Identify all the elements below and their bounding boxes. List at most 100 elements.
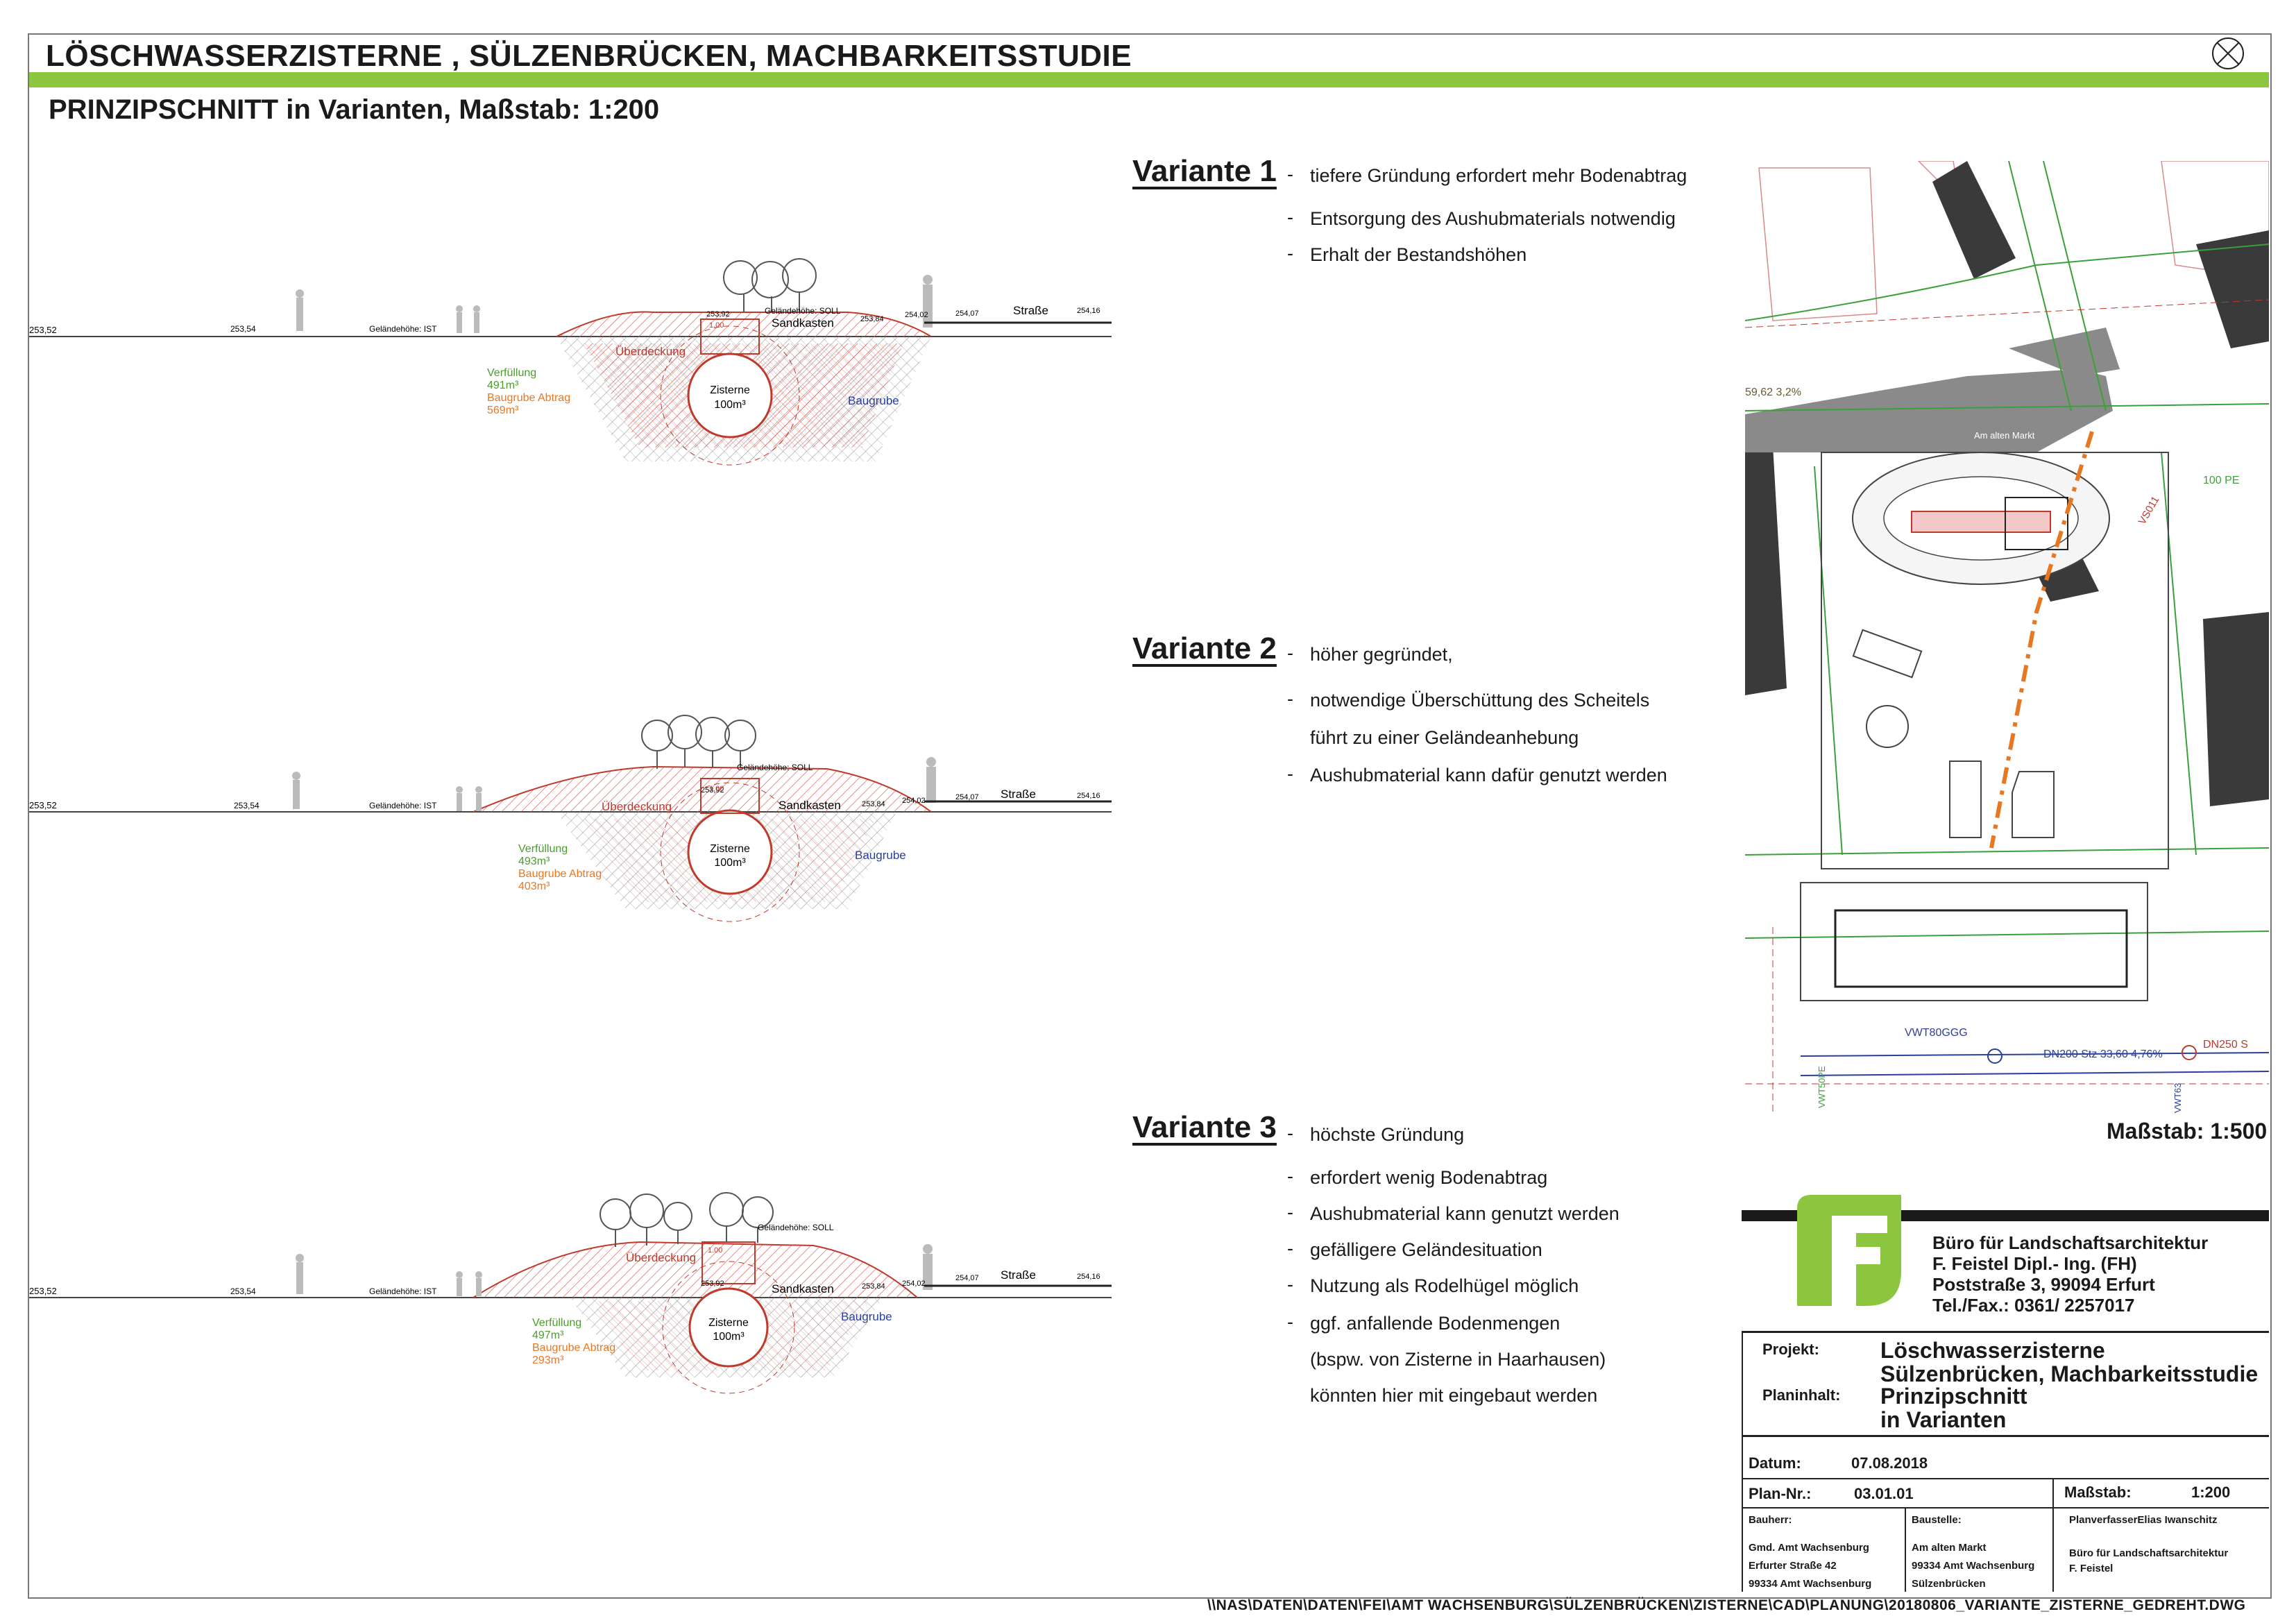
section-variant-2: 253,52 253,54 Geländehöhe: IST Geländehö…	[29, 715, 1112, 922]
office-line-2: F. Feistel Dipl.- Ing. (FH)	[1932, 1253, 2137, 1274]
street-level-left: 254,07	[955, 309, 979, 318]
tb-line	[1742, 1435, 2269, 1437]
cistern-volume: 100m³	[714, 399, 746, 411]
street-level-right: 254,16	[1077, 1273, 1100, 1281]
tb-datum-label: Datum:	[1749, 1454, 1801, 1472]
ground-soll-label: Geländehöhe: SOLL	[737, 763, 813, 772]
variant-2-bullet: höher gegründet,	[1310, 644, 1453, 665]
ground-ist-label: Geländehöhe: IST	[369, 324, 437, 334]
variant-2-dash: -	[1287, 688, 1293, 709]
tb-line	[1742, 1478, 2269, 1479]
pit-label: Baugrube Abtrag	[532, 1342, 615, 1354]
variant-3-bullet: Nutzung als Rodelhügel möglich	[1310, 1275, 1579, 1296]
ground-soll-label: Geländehöhe: SOLL	[765, 306, 841, 316]
fill-value: 493m³	[518, 856, 550, 867]
pit-label: Baugrube Abtrag	[518, 868, 602, 880]
cistern-volume: 100m³	[714, 857, 746, 869]
level-c: 253,84	[860, 315, 884, 323]
variant-2-bullet: notwendige Überschüttung des Scheitels	[1310, 690, 1650, 711]
file-path: \\NAS\DATEN\DATEN\FEI\AMT WACHSENBURG\SÜ…	[1207, 1597, 2246, 1613]
tb-plannr-label: Plan-Nr.:	[1749, 1485, 1812, 1502]
tree-group-icon	[599, 1192, 774, 1247]
level-a: 253,54	[230, 324, 256, 334]
sheet-title: LÖSCHWASSERZISTERNE , SÜLZENBRÜCKEN, MAC…	[46, 39, 1132, 73]
cover-dim: 1.00	[709, 321, 724, 330]
variant-2-title: Variante 2	[1132, 631, 1277, 665]
office-line-1: Büro für Landschaftsarchitektur	[1932, 1232, 2209, 1253]
tb-line	[2052, 1478, 2054, 1592]
variant-2-dash: -	[1287, 643, 1293, 663]
map-scale: Maßstab: 1:500	[2107, 1119, 2268, 1144]
tb-plannr: 03.01.01	[1854, 1485, 1914, 1502]
pit-label: Baugrube Abtrag	[487, 392, 570, 404]
pit-value: 403m³	[518, 881, 550, 892]
pit-value: 293m³	[532, 1354, 564, 1366]
office-logo-icon	[1797, 1195, 1901, 1306]
tb-baustelle-1: Am alten Markt	[1912, 1542, 1987, 1554]
map-street-label: Am alten Markt	[1974, 430, 2035, 441]
sandbox-label: Sandkasten	[772, 1282, 834, 1295]
ground-ist-label: Geländehöhe: IST	[369, 1286, 437, 1296]
map-dn250-label: DN250 S	[2203, 1039, 2248, 1051]
map-wt2-label: VWT63	[2172, 1083, 2183, 1113]
title-green-bar	[29, 72, 2269, 87]
office-line-4: Tel./Fax.: 0361/ 2257017	[1932, 1295, 2135, 1316]
level-a: 253,54	[230, 1286, 256, 1296]
variant-1-dash: -	[1287, 243, 1293, 264]
level-b: 253,92	[701, 1280, 724, 1288]
street-level-right: 254,16	[1077, 307, 1100, 315]
tb-bauherr-2: Erfurter Straße 42	[1749, 1560, 1837, 1572]
map-pipe-label: 100 PE	[2203, 475, 2239, 486]
tb-massstab: 1:200	[2191, 1484, 2231, 1501]
cover-label: Überdeckung	[602, 800, 672, 813]
tb-baustelle-label: Baustelle:	[1912, 1514, 1962, 1526]
variant-3-dash: -	[1287, 1274, 1293, 1295]
variant-3-bullet: gefälligere Geländesituation	[1310, 1239, 1542, 1260]
cistern-label: Zisterne	[710, 384, 750, 396]
tb-projekt-2: Sülzenbrücken, Machbarkeitsstudie	[1880, 1361, 2259, 1386]
site-plan-map: Am alten Markt 59,62 3,2% 100 PE VS011 V…	[1745, 161, 2269, 1115]
ground-ist-label: Geländehöhe: IST	[369, 801, 437, 810]
tb-line	[1742, 1507, 2269, 1509]
baugrube-label: Baugrube	[848, 394, 899, 407]
sandbox-label: Sandkasten	[772, 316, 834, 330]
tb-massstab-label: Maßstab:	[2064, 1484, 2132, 1501]
cistern-volume: 100m³	[713, 1331, 745, 1343]
variant-2-bullet: führt zu einer Geländeanhebung	[1310, 727, 1579, 748]
tree-group-icon	[641, 715, 756, 769]
tb-baustelle-2: 99334 Amt Wachsenburg	[1912, 1560, 2035, 1572]
variant-3-dash: -	[1287, 1311, 1293, 1332]
map-wt-label: VWT50PE	[1817, 1066, 1827, 1108]
level-a: 253,54	[234, 801, 260, 810]
level-d: 254,02	[902, 1280, 926, 1288]
level-c: 253,84	[862, 1282, 885, 1291]
cover-label: Überdeckung	[615, 345, 686, 358]
variant-1-bullet: Erhalt der Bestandshöhen	[1310, 244, 1527, 265]
person-figures-icon	[296, 1244, 933, 1296]
variant-2-dash: -	[1287, 763, 1293, 784]
cover-label: Überdeckung	[626, 1251, 696, 1264]
sandbox-label: Sandkasten	[779, 799, 841, 812]
level-left: 253,52	[29, 1286, 57, 1296]
cover-dim: 1.00	[709, 785, 724, 793]
person-figures-icon	[292, 757, 936, 811]
level-left: 253,52	[29, 800, 57, 810]
map-slope-label: 59,62 3,2%	[1745, 386, 1801, 398]
tb-verfasser-label: PlanverfasserElias Iwanschitz	[2069, 1514, 2218, 1526]
variant-1-dash: -	[1287, 164, 1293, 185]
street-label: Straße	[1013, 304, 1048, 317]
street-level-right: 254,16	[1077, 792, 1100, 800]
tb-bauherr-3: 99334 Amt Wachsenburg	[1749, 1578, 1872, 1590]
tb-planinhalt-2: in Varianten	[1880, 1407, 2007, 1432]
tb-projekt-label: Projekt:	[1762, 1341, 1819, 1358]
tb-line	[1742, 1331, 1743, 1592]
variant-1-bullet: Entsorgung des Aushubmaterials notwendig	[1310, 208, 1676, 229]
building-dark	[1932, 161, 2016, 279]
level-b: 253,92	[706, 310, 730, 318]
cover-dim: 1.00	[708, 1246, 722, 1255]
fill-label: Verfüllung	[487, 367, 536, 379]
variant-3-dash: -	[1287, 1202, 1293, 1223]
variant-3-title: Variante 3	[1132, 1110, 1277, 1144]
tb-datum: 07.08.2018	[1851, 1454, 1928, 1472]
street-label: Straße	[1001, 788, 1036, 801]
